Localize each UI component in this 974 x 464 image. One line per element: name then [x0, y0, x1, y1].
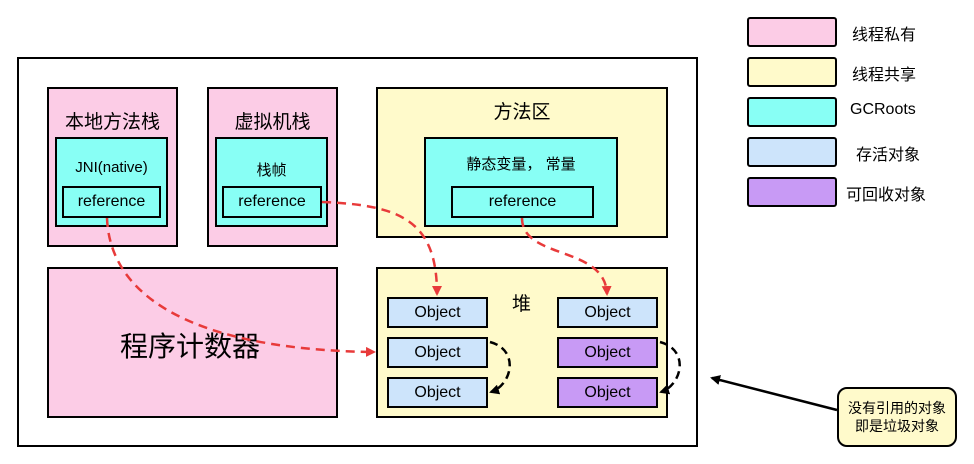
legend-swatch-collectable-objects: [747, 177, 837, 207]
program-counter: 程序计数器: [47, 267, 338, 418]
garbage-note-line-2: 即是垃圾对象: [855, 418, 939, 434]
arrow-live-chain: [489, 340, 511, 395]
arrow-native-to-object: [105, 217, 376, 357]
legend-label-thread-shared: 线程共享: [852, 67, 917, 84]
heap-object-live-2: Object: [387, 337, 488, 368]
heap-title: 堆: [512, 294, 532, 315]
legend-swatch-thread-shared: [747, 57, 837, 87]
legend-swatch-live-objects: [747, 137, 837, 167]
heap-object-live-4: Object: [557, 297, 658, 328]
stack-frame-label: 栈帧: [256, 162, 287, 179]
arrow-garbage-chain: [659, 340, 681, 395]
legend-label-live-objects: 存活对象: [856, 147, 921, 164]
native-method-stack-title: 本地方法栈: [64, 112, 160, 133]
legend-swatch-gcroots: [747, 97, 837, 127]
legend-label-gcroots: GCRoots: [850, 101, 916, 118]
heap-object-garbage-2: Object: [557, 377, 658, 408]
legend-label-collectable-objects: 可回收对象: [846, 187, 927, 204]
arrow-vmstack-to-object: [321, 200, 442, 296]
arrow-note-pointer: [710, 375, 838, 412]
jni-native-label: JNI(native): [75, 159, 148, 176]
heap-object-live-1: Object: [387, 297, 488, 328]
legend-label-thread-private: 线程私有: [852, 27, 917, 44]
arrow-methodarea-to-object: [520, 217, 612, 296]
vm-reference-box: reference: [222, 186, 322, 218]
method-area-title: 方法区: [493, 102, 551, 123]
garbage-note-line-1: 没有引用的对象: [848, 400, 946, 416]
garbage-note: 没有引用的对象 即是垃圾对象: [837, 387, 957, 447]
legend-swatch-thread-private: [747, 17, 837, 47]
heap-object-garbage-1: Object: [557, 337, 658, 368]
static-vars-label: 静态变量， 常量: [466, 156, 576, 173]
heap-object-live-3: Object: [387, 377, 488, 408]
program-counter-title: 程序计数器: [120, 331, 261, 362]
vm-stack-title: 虚拟机栈: [234, 112, 311, 133]
method-area-reference-box: reference: [451, 186, 594, 218]
native-reference-box: reference: [62, 186, 161, 218]
